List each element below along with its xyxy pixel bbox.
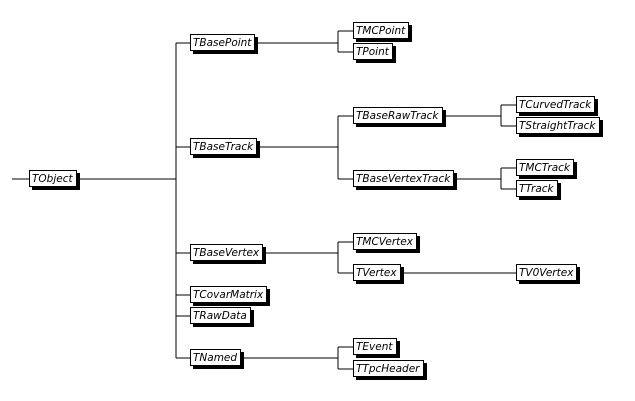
node-tv0vertex: TV0Vertex bbox=[516, 264, 578, 281]
node-ttrack: TTrack bbox=[516, 180, 558, 197]
node-tstraighttrack: TStraightTrack bbox=[516, 117, 600, 134]
node-tbasevertextrack: TBaseVertexTrack bbox=[353, 170, 455, 187]
node-tmcvertex: TMCVertex bbox=[353, 233, 417, 250]
node-tobject: TObject bbox=[29, 170, 77, 187]
node-tnamed: TNamed bbox=[190, 349, 242, 366]
node-tvertex: TVertex bbox=[353, 264, 401, 281]
node-ttpcheader: TTpcHeader bbox=[353, 360, 424, 377]
node-tmcpoint: TMCPoint bbox=[353, 22, 410, 39]
node-tevent: TEvent bbox=[353, 338, 397, 355]
node-tcurvedtrack: TCurvedTrack bbox=[516, 96, 596, 113]
node-tbaserawtrack: TBaseRawTrack bbox=[353, 107, 443, 124]
node-tbasetrack: TBaseTrack bbox=[190, 138, 258, 155]
node-tbasepoint: TBasePoint bbox=[190, 34, 256, 51]
node-tbasevertex: TBaseVertex bbox=[190, 244, 264, 261]
node-tcovarmatrix: TCovarMatrix bbox=[190, 286, 268, 303]
node-tpoint: TPoint bbox=[353, 43, 393, 60]
node-trawdata: TRawData bbox=[190, 307, 251, 324]
node-tmctrack: TMCTrack bbox=[516, 159, 575, 176]
